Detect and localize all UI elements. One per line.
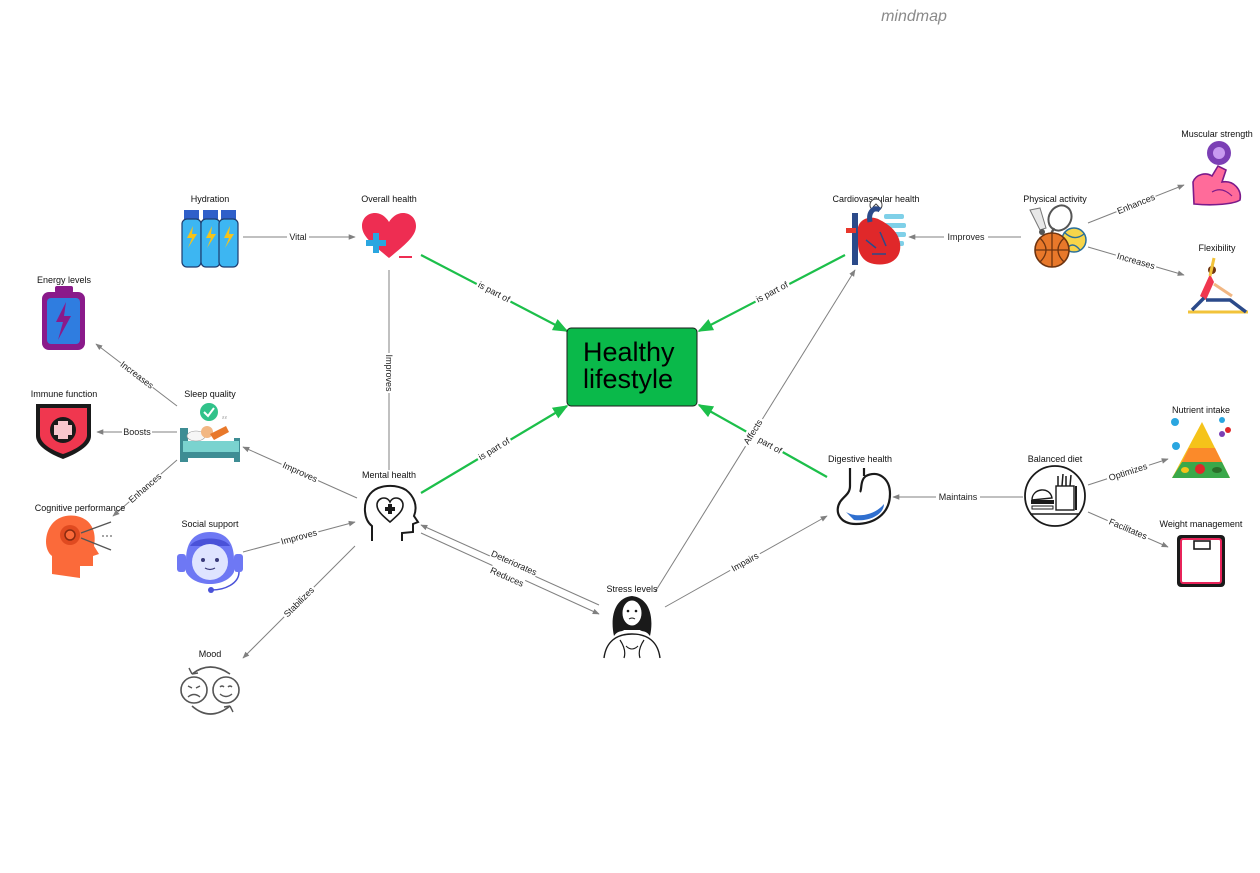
edge-social-mental[interactable]: Improves [242, 520, 356, 553]
node-stress-levels[interactable]: Stress levels [603, 584, 661, 659]
edge-mental-center[interactable]: is part of [420, 405, 569, 494]
head-heart-icon [364, 484, 420, 541]
food-pyramid-icon [1171, 417, 1231, 478]
edge-label: Improves [947, 232, 985, 242]
chevron-up-icon [872, 203, 880, 208]
edge-label: Enhances [127, 471, 164, 505]
node-label: Overall health [361, 194, 417, 204]
edge-label: Improves [384, 354, 394, 392]
edge-digestive-center[interactable]: is part of [697, 404, 828, 478]
sports-balls-icon [1029, 204, 1087, 268]
scale-icon [1177, 535, 1225, 587]
node-label: Nutrient intake [1172, 405, 1230, 415]
node-label: Digestive health [828, 454, 892, 464]
center-label-line2: lifestyle [583, 364, 673, 394]
node-label: Flexibility [1198, 243, 1236, 253]
yoga-pose-icon [1188, 257, 1248, 314]
node-label: Balanced diet [1028, 454, 1083, 464]
edge-mental-stress-reduces[interactable]: Reduces [420, 532, 600, 615]
stressed-woman-icon [603, 596, 661, 659]
shield-plus-icon [36, 404, 91, 459]
battery-bolt-icon [42, 286, 85, 350]
node-nutrient-intake[interactable]: Nutrient intake [1171, 405, 1231, 478]
node-cardiovascular-health[interactable]: Cardiovascular health [832, 194, 920, 265]
edge-label: Boosts [123, 427, 151, 437]
node-mood[interactable]: Mood [180, 649, 240, 715]
node-flexibility[interactable]: Flexibility [1188, 243, 1248, 314]
edge-overall-center[interactable]: is part of [420, 254, 569, 332]
edge-label: Increases [118, 359, 156, 391]
node-cognitive-performance[interactable]: Cognitive performance [35, 503, 126, 578]
node-label: Hydration [191, 194, 230, 204]
edge-physical-flex[interactable]: Increases [1087, 246, 1185, 276]
edge-label: Maintains [939, 492, 978, 502]
node-label: Immune function [31, 389, 98, 399]
stomach-icon [836, 468, 892, 526]
node-weight-management[interactable]: Weight management [1160, 519, 1243, 587]
edge-diet-weight[interactable]: Facilitates [1087, 511, 1169, 548]
edge-diet-digestive[interactable]: Maintains [892, 491, 1023, 503]
edge-label: Stabilizes [282, 584, 317, 619]
fast-food-icon [1024, 465, 1086, 527]
edge-sleep-immune[interactable]: Boosts [96, 426, 177, 438]
edge-physical-muscle[interactable]: Enhances [1087, 184, 1185, 224]
node-label: Sleep quality [184, 389, 236, 399]
water-bottles-icon [181, 210, 239, 268]
node-physical-activity[interactable]: Physical activity [1023, 194, 1087, 268]
support-headset-icon [177, 532, 243, 593]
node-label: Weight management [1160, 519, 1243, 529]
center-node[interactable]: Healthy lifestyle [566, 327, 698, 407]
edge-sleep-energy[interactable]: Increases [95, 343, 178, 407]
node-muscular-strength[interactable]: Muscular strength [1181, 129, 1253, 206]
mood-faces-icon [180, 666, 240, 715]
edge-label: Optimizes [1107, 461, 1149, 483]
edge-mental-mood[interactable]: Stabilizes [242, 545, 356, 659]
node-energy-levels[interactable]: Energy levels [37, 275, 92, 350]
node-label: Physical activity [1023, 194, 1087, 204]
edge-physical-cardio[interactable]: Improves [908, 231, 1021, 243]
edge-label: Vital [289, 232, 306, 242]
edge-stress-digestive[interactable]: Impairs [664, 515, 828, 608]
person-sleeping-bed-icon: ᶻᶻ [180, 403, 240, 462]
node-label: Social support [181, 519, 239, 529]
node-label: Stress levels [606, 584, 658, 594]
watermark-title: mindmap [881, 8, 947, 25]
head-gear-icon [46, 515, 112, 578]
node-overall-health[interactable]: Overall health [361, 194, 417, 258]
edge-label: Increases [1116, 251, 1157, 272]
node-label: Cognitive performance [35, 503, 126, 513]
edge-stress-cardio[interactable]: Affects [654, 269, 856, 593]
edge-mental-overall[interactable]: Improves [383, 270, 395, 470]
heart-plus-icon [362, 213, 416, 258]
node-hydration[interactable]: Hydration [181, 194, 239, 268]
node-label: Energy levels [37, 275, 92, 285]
node-mental-health[interactable]: Mental health [362, 470, 420, 541]
edge-label: is part of [477, 436, 512, 463]
edge-diet-nutrient[interactable]: Optimizes [1087, 458, 1169, 486]
node-sleep-quality[interactable]: Sleep quality ᶻᶻ [180, 389, 240, 462]
flexed-arm-icon [1192, 141, 1242, 206]
center-label-line1: Healthy [583, 337, 675, 367]
edge-mental-sleep[interactable]: Improves [242, 446, 358, 499]
edge-hydration-overall[interactable]: Vital [243, 231, 356, 243]
edge-stress-mental-deteriorates[interactable]: Deteriorates [420, 524, 600, 606]
node-label: Mental health [362, 470, 416, 480]
node-immune-function[interactable]: Immune function [31, 389, 98, 459]
node-label: Muscular strength [1181, 129, 1253, 139]
node-balanced-diet[interactable]: Balanced diet [1024, 454, 1086, 527]
node-digestive-health[interactable]: Digestive health [828, 454, 892, 526]
node-label: Mood [199, 649, 222, 659]
svg-text:ᶻᶻ: ᶻᶻ [222, 415, 228, 423]
heart-organ-icon [846, 206, 906, 265]
node-social-support[interactable]: Social support [177, 519, 243, 593]
edge-label: Improves [280, 527, 319, 546]
edge-cardio-center[interactable]: is part of [697, 254, 846, 332]
